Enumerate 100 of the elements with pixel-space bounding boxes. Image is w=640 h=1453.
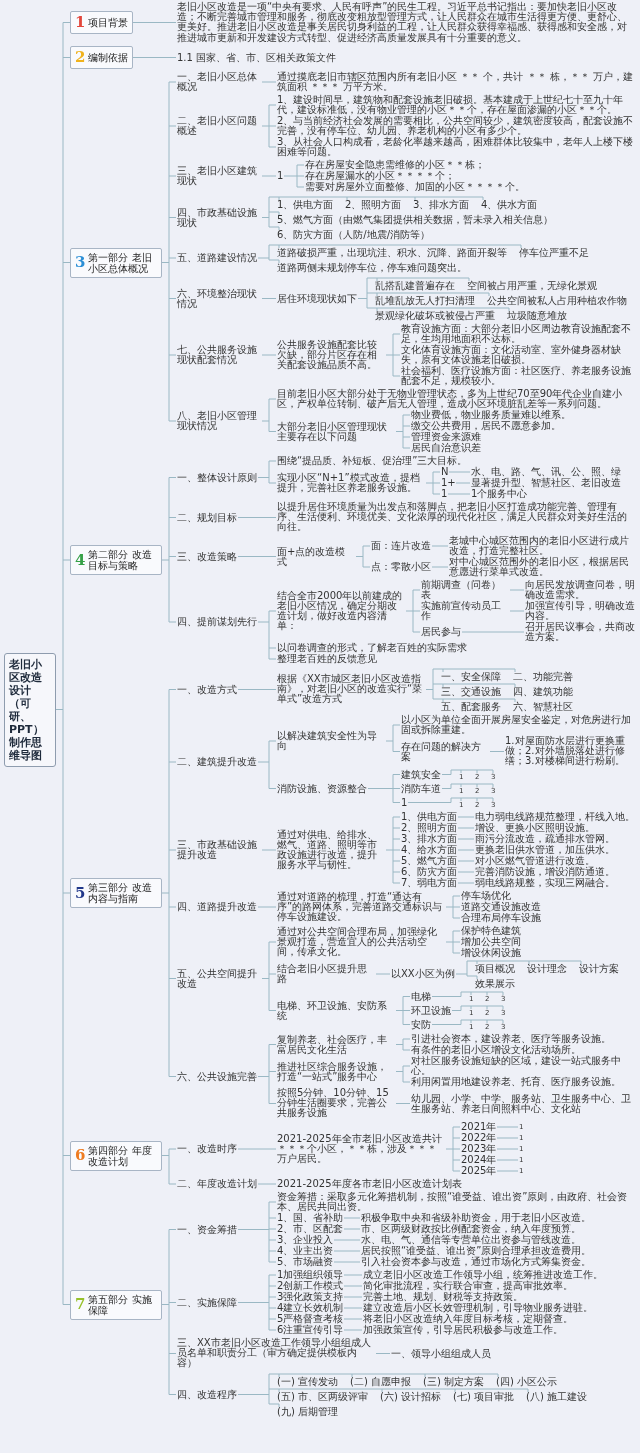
topic-text: 增加公共空间 <box>460 937 522 948</box>
connector-line <box>402 436 411 438</box>
connector-line <box>482 196 484 201</box>
topic-text: 召开居民议事会，共商改造方案。 <box>524 622 636 643</box>
subtopic-label: 安防 <box>410 1019 432 1030</box>
connector-line <box>457 849 475 851</box>
connector-line <box>432 471 441 473</box>
connector-line <box>333 1261 361 1263</box>
topic-text: 成立老旧小区改造工作领导小组，统筹推进改造工作。 <box>362 1270 604 1281</box>
connector-line <box>402 414 411 416</box>
connector-line <box>268 460 277 462</box>
connector-line <box>278 1403 280 1408</box>
connector-line <box>395 414 404 449</box>
connector-line <box>161 1148 170 1185</box>
subtopic-label: 八、老旧小区管理现状情况 <box>176 411 262 432</box>
branch-title: 第五部分 实施保障 <box>88 1293 153 1316</box>
subtopic-label: 2、照明方面 <box>400 823 459 834</box>
connector-line <box>268 104 277 106</box>
connector-line <box>132 57 177 58</box>
connector-line <box>496 1170 519 1172</box>
topic-text: 缴交公共费用，居民不愿意参加。 <box>410 421 562 432</box>
topic-text: 2、照明方面 <box>344 200 403 211</box>
topic-text: 物业费低，物业服务质量难以维系。 <box>410 410 572 421</box>
branch-title: 编制依据 <box>88 52 129 63</box>
connector-line <box>362 566 371 568</box>
subtopic-label: 1 <box>440 489 449 500</box>
subtopic-label: 2024年 <box>460 1155 498 1166</box>
subtopic-label: 一、改造方式 <box>176 684 238 695</box>
connector-line <box>509 589 525 591</box>
connector-line <box>62 1155 71 1156</box>
connector-line <box>431 991 504 997</box>
connector-line <box>392 774 401 775</box>
connector-line <box>502 1019 504 1024</box>
topic-text: 一、领导小组组成人员 <box>390 1348 492 1359</box>
connector-line <box>268 1296 277 1298</box>
subtopic-label: 1、国、省补助 <box>276 1213 345 1224</box>
connector-line <box>261 398 270 432</box>
connector-line <box>257 906 277 908</box>
subtopic-label: 1 <box>400 797 409 808</box>
connector-line <box>296 164 305 166</box>
connector-line <box>468 277 470 282</box>
connector-line <box>402 1049 411 1051</box>
topic-text: 文化体育设施方面：文化活动室、室外健身器材缺失，原有文体设施老旧破损。 <box>400 345 636 366</box>
connector-line <box>385 816 394 884</box>
connector-line <box>502 991 504 996</box>
connector-line <box>168 1302 177 1303</box>
connector-line <box>392 724 401 726</box>
branch-topic-box <box>70 545 162 575</box>
connector-line <box>508 307 510 312</box>
topic-text: 1、建设时间早，建筑物和配套设施老旧破损。基本建成于上世纪七十至九十年代，建设标准低，没有物业管理的小区＊＊个，存在屋面渗漏的小区＊＊个。 <box>276 95 636 116</box>
connector-line <box>237 1373 529 1405</box>
connector-line <box>168 1394 177 1395</box>
subtopic-label: 点：零散小区 <box>370 562 432 573</box>
connector-line <box>447 493 471 495</box>
connector-line <box>261 354 277 356</box>
connector-line <box>452 952 461 954</box>
topic-text: 1、供电方面 <box>276 200 335 211</box>
connector-line <box>278 259 280 264</box>
connector-line <box>431 545 449 547</box>
subtopic-label: 2021年 <box>460 1122 498 1133</box>
subtopic-label: 建筑安全 <box>400 769 442 780</box>
connector-line <box>168 217 177 218</box>
topic-text: (四) 小区公示 <box>495 1377 558 1388</box>
subtopic-label: 五、公共空间提升改造 <box>176 968 262 989</box>
connector-line <box>168 257 177 259</box>
connector-line <box>392 802 401 803</box>
section-number: 7 <box>75 1297 86 1312</box>
connector-line <box>343 1228 361 1230</box>
topic-text: 道路两侧未规划停车位，停车难问题突出。 <box>276 263 468 274</box>
connector-line <box>168 354 177 356</box>
section-number: 6 <box>75 1148 86 1163</box>
subtopic-label: 三、市政基础设施提升改造 <box>176 840 262 861</box>
connector-line <box>268 740 277 742</box>
topic-text: (五) 市、区两级评审 <box>276 1392 369 1403</box>
connector-line <box>257 460 270 484</box>
connector-line <box>514 698 516 703</box>
connector-line <box>237 517 277 518</box>
connector-line <box>402 1065 411 1067</box>
topic-text: (六) 设计招标 <box>379 1392 442 1403</box>
connector-line <box>261 849 277 851</box>
section-number: 3 <box>75 255 86 270</box>
connector-line <box>457 871 475 873</box>
topic-text: 居民按照“谁受益、谁出资”原则合理承担改造费用。 <box>360 1246 593 1257</box>
connector-line <box>362 545 371 547</box>
subtopic-label: 一、老旧小区总体概况 <box>176 72 262 93</box>
connector-line <box>268 1285 277 1287</box>
connector-line <box>168 978 177 979</box>
subtopic-label: 3强化政策支持 <box>276 1292 345 1303</box>
subtopic-label: 大部分老旧小区管理现状主要存在以下问题 <box>276 421 396 442</box>
subtopic-label: 2022年 <box>460 1133 498 1144</box>
connector-line <box>62 1304 71 1305</box>
subtopic-label: 结合全市2000年以前建成的老旧小区情况，确定分期改造计划，做好改造内容清单： <box>276 590 406 632</box>
connector-line <box>395 996 404 1025</box>
connector-line <box>476 975 478 980</box>
connector-line <box>333 1239 361 1241</box>
connector-line <box>497 1373 499 1378</box>
connector-line <box>402 1010 411 1011</box>
branch-title: 第四部分 年度改造计划 <box>88 1144 153 1167</box>
connector-line <box>392 849 401 851</box>
connector-line <box>392 333 401 335</box>
